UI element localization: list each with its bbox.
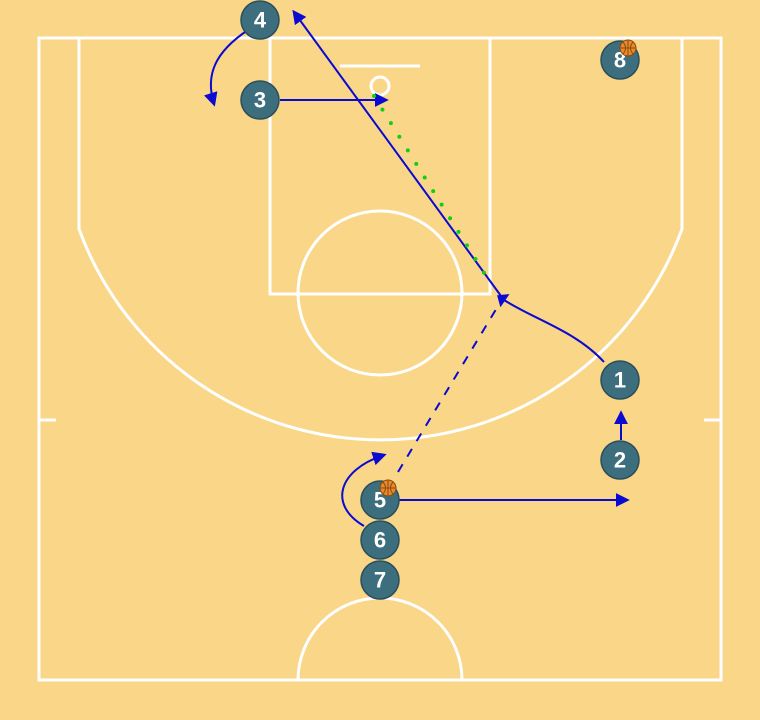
player-label: 3 bbox=[254, 88, 266, 113]
movements bbox=[203, 9, 630, 527]
three-point-line bbox=[77, 38, 684, 442]
dribble-path bbox=[397, 305, 499, 473]
player-2[interactable]: 2 bbox=[600, 440, 640, 480]
player-3[interactable]: 3 bbox=[240, 80, 280, 120]
paint bbox=[268, 36, 492, 296]
screen-path bbox=[292, 9, 502, 297]
player-1-cut bbox=[497, 294, 605, 363]
player-6-curl bbox=[341, 451, 387, 527]
player-label: 7 bbox=[374, 568, 386, 593]
player-label: 4 bbox=[254, 8, 267, 33]
player-6[interactable]: 6 bbox=[360, 520, 400, 560]
player-1[interactable]: 1 bbox=[600, 360, 640, 400]
player-label: 2 bbox=[614, 448, 626, 473]
player-label: 1 bbox=[614, 368, 626, 393]
free-throw-circle bbox=[296, 209, 464, 377]
player-4[interactable]: 4 bbox=[240, 0, 280, 40]
basketball-icon bbox=[619, 39, 637, 57]
player-label: 6 bbox=[374, 528, 386, 553]
basketball-icon bbox=[379, 479, 397, 497]
player-7[interactable]: 7 bbox=[360, 560, 400, 600]
player-4-cut bbox=[203, 29, 249, 107]
pass-line bbox=[372, 94, 488, 278]
